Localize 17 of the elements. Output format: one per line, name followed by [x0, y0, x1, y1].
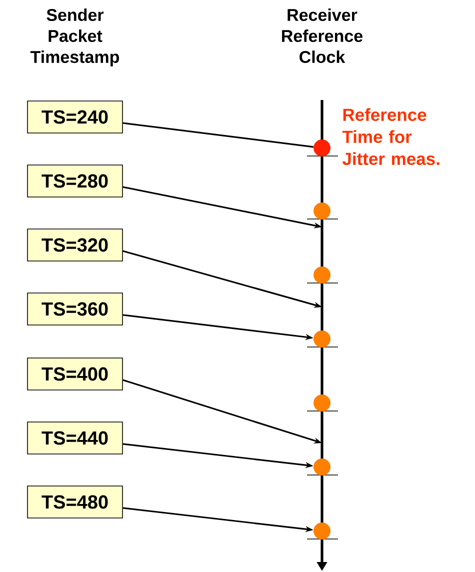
timestamp-box: TS=360	[27, 292, 123, 326]
time-dot	[314, 394, 330, 412]
column-header: Receiver Reference Clock	[282, 8, 363, 64]
column-header: Sender Packet Timestamp	[30, 8, 120, 66]
reference-note: Reference Time for Jitter meas.	[342, 108, 440, 166]
timestamp-box: TS=320	[27, 228, 123, 262]
timestamp-box: TS=480	[27, 486, 123, 518]
time-dot	[314, 202, 330, 220]
time-dot	[314, 266, 330, 284]
time-dot	[314, 522, 330, 540]
timestamp-box: TS=240	[27, 100, 123, 134]
time-dot	[314, 140, 330, 156]
time-dot	[314, 330, 330, 348]
timestamp-box: TS=280	[27, 164, 123, 198]
timestamp-box: TS=440	[27, 422, 123, 454]
time-dot	[314, 458, 330, 476]
timestamp-box: TS=400	[27, 358, 123, 390]
